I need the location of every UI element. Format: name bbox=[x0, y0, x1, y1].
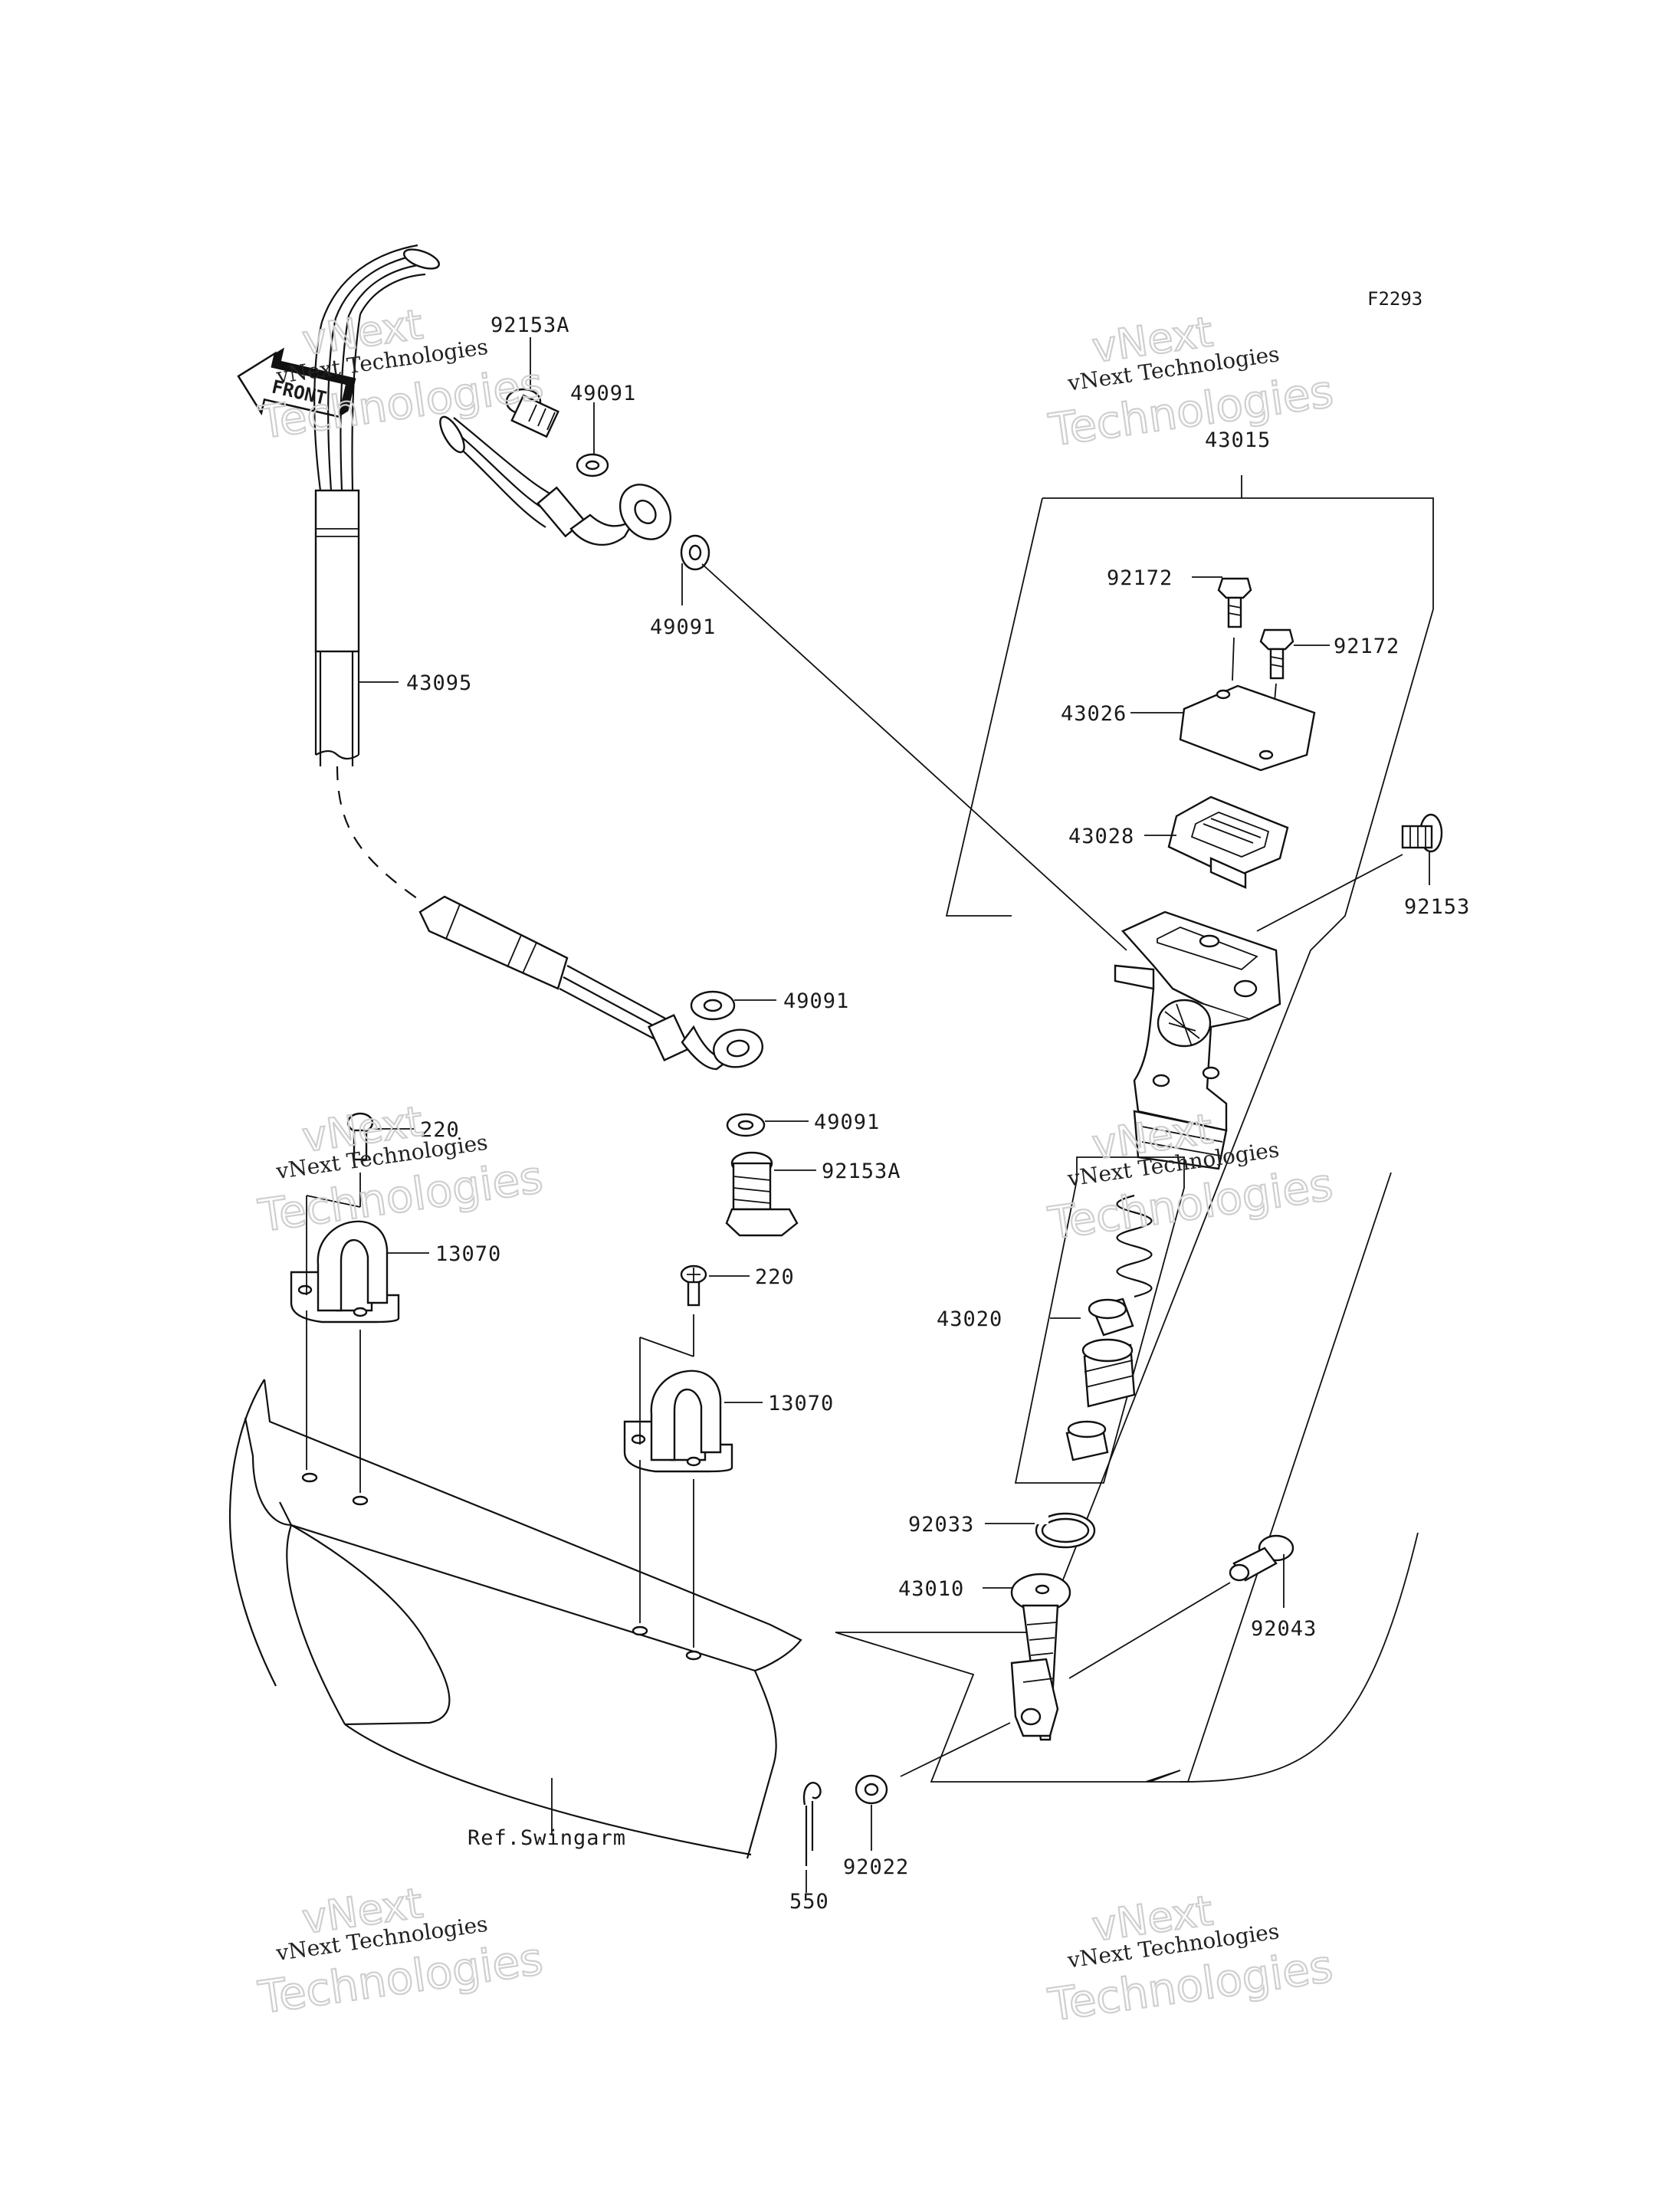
watermark-bottom-left: vNext vNext Technologies Technologies bbox=[254, 1878, 547, 2024]
label-92153: 92153 bbox=[1404, 895, 1470, 919]
label-92033: 92033 bbox=[908, 1513, 974, 1537]
watermark-mid-right: vNext vNext Technologies Technologies bbox=[1044, 1104, 1337, 1250]
label-550: 550 bbox=[789, 1890, 829, 1914]
front-arrow-icon: FRONT bbox=[237, 347, 356, 418]
label-92153A-bottom: 92153A bbox=[822, 1160, 901, 1183]
reservoir-cap-43026 bbox=[1179, 684, 1316, 772]
clamp-13070-a bbox=[290, 1220, 400, 1324]
leader-lines bbox=[359, 337, 1430, 1851]
assembly-43015-outline bbox=[835, 475, 1434, 1783]
label-43028: 43028 bbox=[1068, 825, 1134, 848]
diaphragm-43028 bbox=[1167, 795, 1289, 889]
label-49091-b: 49091 bbox=[650, 615, 716, 639]
label-43010: 43010 bbox=[898, 1577, 964, 1601]
label-43095: 43095 bbox=[406, 671, 472, 695]
label-92043: 92043 bbox=[1251, 1617, 1317, 1641]
label-92153A-top: 92153A bbox=[491, 313, 570, 337]
pin-92043 bbox=[1229, 1534, 1294, 1582]
screw-220-b bbox=[680, 1265, 707, 1307]
washer-92022 bbox=[855, 1774, 888, 1805]
brake-hose-43095 bbox=[313, 244, 763, 1071]
part-labels: 92153A 49091 49091 43095 49091 49091 921… bbox=[406, 313, 1470, 1914]
clamp-13070-b bbox=[623, 1369, 733, 1473]
bolt-92172-b bbox=[1259, 628, 1294, 680]
pushrod-43010 bbox=[1010, 1573, 1071, 1741]
label-220-a: 220 bbox=[420, 1118, 460, 1142]
label-49091-d: 49091 bbox=[814, 1110, 880, 1134]
master-cylinder-body bbox=[1114, 910, 1281, 1170]
banjo-bolt-92153A-top bbox=[505, 388, 559, 438]
watermark-bottom-right: vNext vNext Technologies Technologies bbox=[1044, 1885, 1337, 2032]
swingarm-outline bbox=[228, 1379, 802, 1859]
label-49091-c: 49091 bbox=[783, 989, 849, 1013]
screw-220-a bbox=[346, 1112, 374, 1161]
label-43015: 43015 bbox=[1205, 428, 1271, 452]
label-43026: 43026 bbox=[1061, 702, 1127, 726]
piston-kit-43020 bbox=[1014, 1156, 1185, 1484]
diagram-code: F2293 bbox=[1367, 288, 1422, 310]
ref-swingarm-label: Ref.Swingarm bbox=[468, 1826, 626, 1850]
label-13070-a: 13070 bbox=[435, 1242, 501, 1266]
label-92172-b: 92172 bbox=[1334, 635, 1399, 658]
bolt-92172-a bbox=[1217, 577, 1252, 628]
banjo-bolt-92153A-bottom bbox=[725, 1151, 799, 1237]
watermark-top-left: vNext vNext Technologies Technologies bbox=[254, 299, 547, 449]
watermark-mid-left: vNext vNext Technologies Technologies bbox=[254, 1096, 547, 1242]
watermark-top-right: vNext vNext Technologies Technologies bbox=[1045, 307, 1337, 457]
circlip-92033 bbox=[1035, 1512, 1096, 1549]
label-13070-b: 13070 bbox=[768, 1392, 834, 1415]
label-220-b: 220 bbox=[755, 1265, 795, 1289]
label-92172-a: 92172 bbox=[1107, 566, 1173, 590]
label-92022: 92022 bbox=[843, 1855, 909, 1879]
label-43020: 43020 bbox=[937, 1307, 1002, 1331]
bolt-92153 bbox=[1401, 813, 1443, 853]
label-49091-a: 49091 bbox=[570, 382, 636, 405]
cotter-pin-550 bbox=[802, 1781, 822, 1893]
